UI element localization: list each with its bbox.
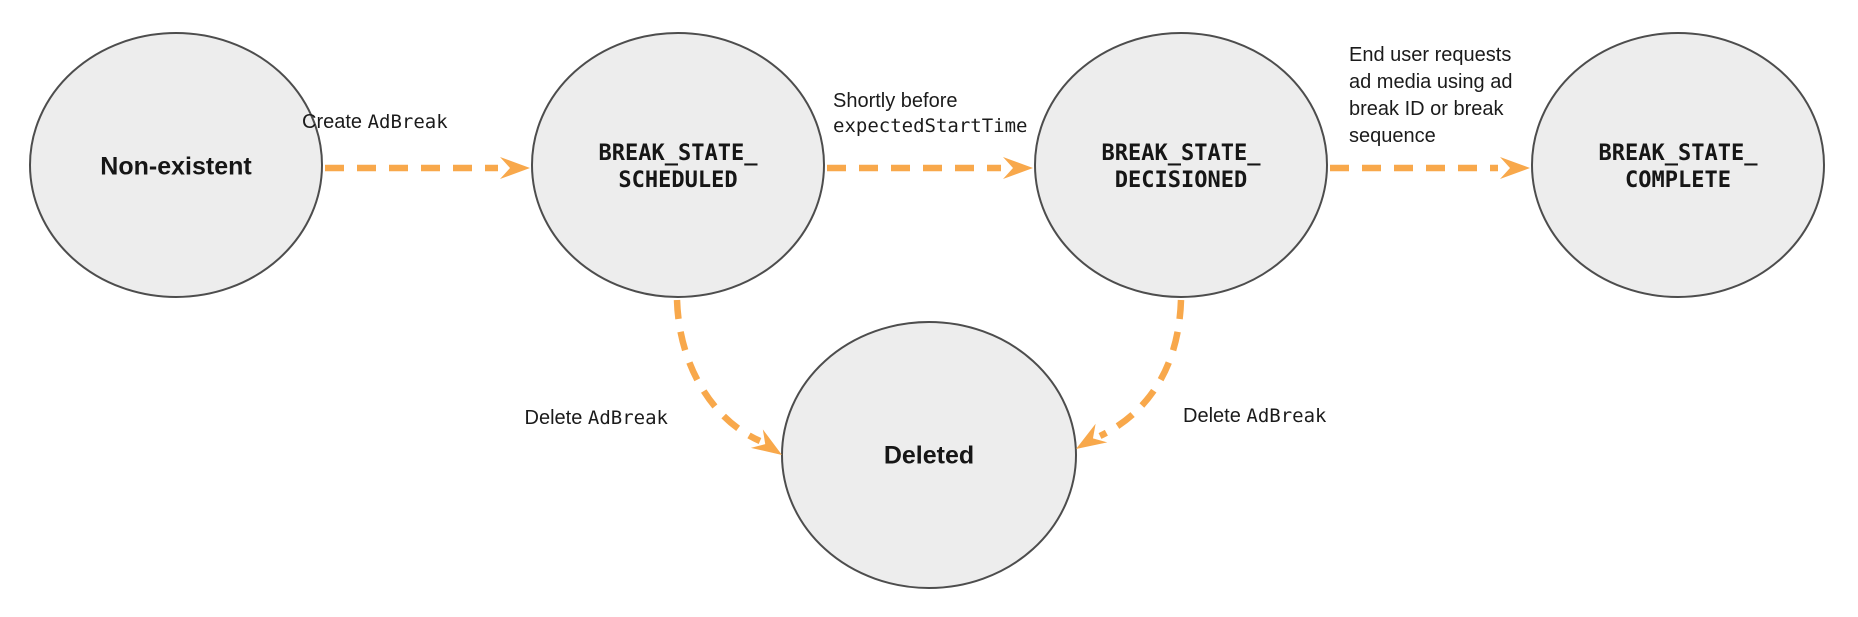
edge-label-delete-adbreak-left-code: AdBreak bbox=[587, 407, 668, 429]
edge-delete-adbreak-right-line bbox=[1098, 299, 1185, 439]
edge-label-shortly-before-plain: Shortly before bbox=[833, 90, 958, 112]
edge-label-shortly-before: Shortly before expectedStartTime bbox=[833, 89, 1027, 139]
edge-label-create-adbreak-plain: Create bbox=[302, 111, 363, 133]
edge-label-delete-adbreak-right-code: AdBreak bbox=[1246, 405, 1327, 427]
node-label-break-state-decisioned: BREAK_STATE_ DECISIONED bbox=[1101, 141, 1261, 193]
node-label-break-state-complete: BREAK_STATE_ COMPLETE bbox=[1598, 141, 1758, 193]
node-break-state-scheduled-circle bbox=[531, 32, 825, 298]
edge-label-delete-adbreak-right-plain: Delete bbox=[1183, 405, 1241, 427]
node-label-non-existent: Non-existent bbox=[100, 152, 252, 181]
edge-label-shortly-before-code: expectedStartTime bbox=[833, 115, 1028, 137]
node-label-deleted: Deleted bbox=[883, 441, 975, 470]
edge-label-create-adbreak-code: AdBreak bbox=[367, 111, 448, 133]
edge-label-delete-adbreak-left: Delete AdBreak bbox=[525, 406, 668, 431]
edge-label-create-adbreak: Create AdBreak bbox=[302, 110, 448, 135]
edge-delete-adbreak-left-line bbox=[673, 299, 762, 444]
edge-create-adbreak-arrowhead bbox=[500, 157, 530, 179]
edge-label-delete-adbreak-left-plain: Delete bbox=[524, 407, 583, 429]
edge-shortly-before-arrowhead bbox=[1003, 157, 1033, 179]
node-label-break-state-scheduled: BREAK_STATE_ SCHEDULED bbox=[598, 141, 758, 193]
edge-end-user-requests-arrowhead bbox=[1500, 157, 1530, 179]
node-non-existent-circle bbox=[29, 32, 323, 298]
node-break-state-complete-circle bbox=[1531, 32, 1825, 298]
edge-label-end-user-requests: End user requests ad media using ad brea… bbox=[1349, 44, 1513, 147]
node-break-state-decisioned-circle bbox=[1034, 32, 1328, 298]
edge-delete-adbreak-left-arrowhead bbox=[750, 429, 782, 455]
edge-label-delete-adbreak-right: Delete AdBreak bbox=[1183, 404, 1326, 429]
edge-delete-adbreak-right-arrowhead bbox=[1076, 423, 1108, 449]
